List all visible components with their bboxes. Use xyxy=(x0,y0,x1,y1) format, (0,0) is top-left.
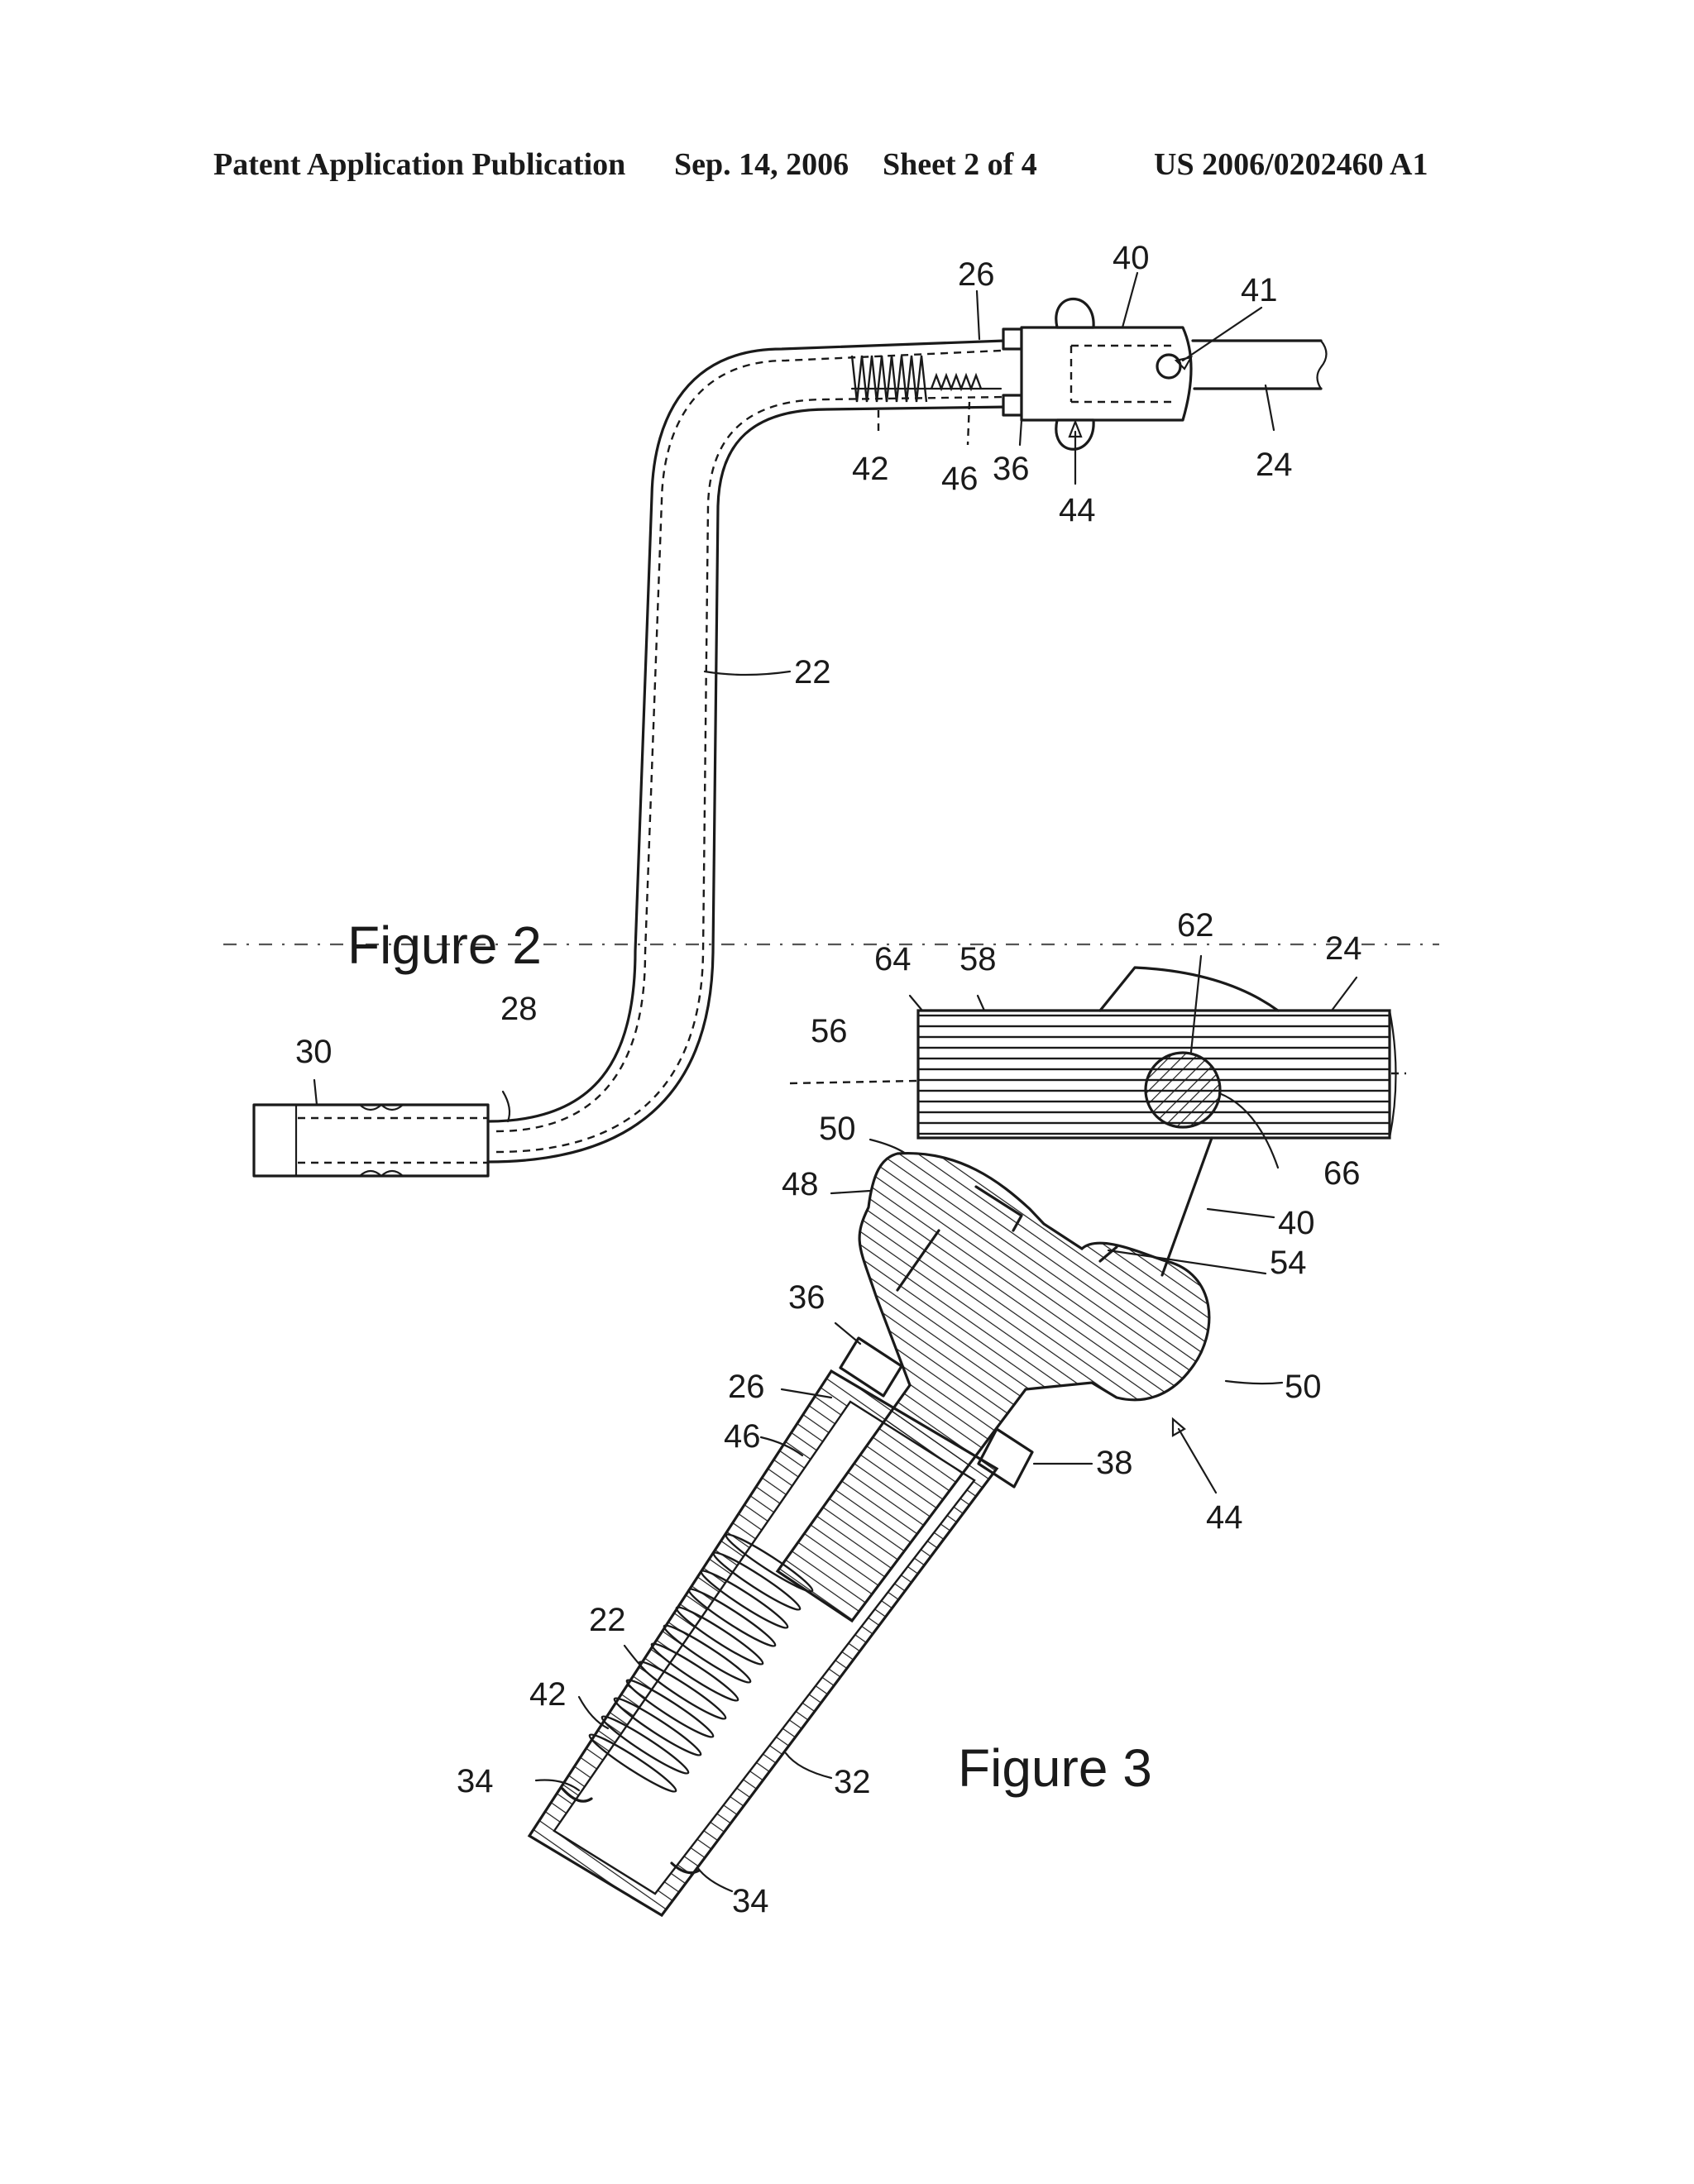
header-date: Sep. 14, 2006 xyxy=(674,147,849,182)
plunger-40 xyxy=(1020,326,1193,422)
ref-numeral: 62 xyxy=(1177,907,1214,944)
collar-36 xyxy=(1002,327,1023,417)
ref-numeral: 54 xyxy=(1270,1245,1307,1281)
end-fitting-30 xyxy=(252,1103,490,1178)
ref-numeral: 42 xyxy=(529,1676,567,1713)
ref-numeral: 50 xyxy=(819,1111,856,1147)
ref-numeral: 22 xyxy=(589,1602,626,1638)
ref-numeral: 58 xyxy=(959,941,997,977)
figure-2-leaders xyxy=(313,271,1275,1123)
ref-numeral: 36 xyxy=(993,451,1030,487)
ref-numeral: 24 xyxy=(1256,447,1293,483)
figure-3-label: Figure 3 xyxy=(958,1738,1152,1798)
ref-numeral: 26 xyxy=(958,256,995,293)
figure-2-reference-numerals: 26 40 41 42 46 36 44 24 22 28 30 xyxy=(295,240,1293,1070)
ref-numeral: 46 xyxy=(941,461,979,497)
ref-numeral: 50 xyxy=(1285,1369,1322,1405)
crimp-34 xyxy=(561,1787,701,1875)
ref-numeral: 40 xyxy=(1113,240,1150,276)
figure-2-drawing xyxy=(252,271,1328,1178)
ref-numeral: 42 xyxy=(852,451,889,487)
ref-numeral: 46 xyxy=(724,1418,761,1455)
figure-3-reference-numerals: 62 24 64 58 56 50 66 48 40 54 36 50 26 4… xyxy=(457,907,1362,1919)
plunger-40-section xyxy=(775,1151,1211,1623)
ref-numeral: 24 xyxy=(1325,930,1362,967)
header-publication: Patent Application Publication xyxy=(213,147,626,182)
rod-24 xyxy=(1191,339,1328,390)
ref-numeral: 64 xyxy=(874,941,912,977)
ref-numeral: 41 xyxy=(1241,272,1278,308)
ref-numeral: 22 xyxy=(794,654,831,691)
ref-numeral: 26 xyxy=(728,1369,765,1405)
rod-24-section xyxy=(789,1009,1406,1140)
ref-numeral: 36 xyxy=(788,1279,825,1316)
ref-numeral: 48 xyxy=(782,1166,819,1202)
ref-numeral: 40 xyxy=(1278,1205,1315,1241)
figure-3-drawing xyxy=(527,954,1406,1918)
ref-numeral: 30 xyxy=(295,1034,333,1070)
ref-numeral: 34 xyxy=(732,1883,769,1919)
header-patent-number: US 2006/0202460 A1 xyxy=(1154,147,1428,182)
ref-numeral: 34 xyxy=(457,1763,494,1799)
ref-numeral: 32 xyxy=(834,1764,871,1800)
ref-numeral: 66 xyxy=(1323,1155,1361,1192)
ref-numeral: 44 xyxy=(1059,492,1096,528)
figure-2-label: Figure 2 xyxy=(347,915,542,975)
tube-22-outline xyxy=(486,339,1012,1164)
spring-42-small xyxy=(850,355,1003,403)
ref-numeral: 44 xyxy=(1206,1499,1243,1536)
ref-numeral: 28 xyxy=(500,991,538,1027)
header-sheet: Sheet 2 of 4 xyxy=(883,147,1037,182)
ref-numeral: 56 xyxy=(811,1013,848,1049)
ref-numeral: 38 xyxy=(1096,1445,1133,1481)
figure-3-leaders xyxy=(534,954,1358,1893)
